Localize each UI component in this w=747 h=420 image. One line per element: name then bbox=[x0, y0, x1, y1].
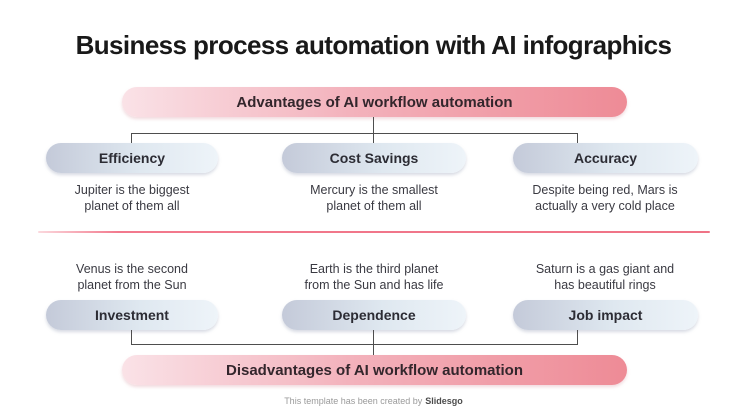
description-line: has beautiful rings bbox=[554, 277, 656, 292]
description-line: Jupiter is the biggest bbox=[74, 183, 190, 197]
connector-top-horizontal bbox=[131, 133, 578, 134]
description-line: planet of them all bbox=[326, 198, 422, 213]
disadvantage-pill-dependence: Dependence bbox=[282, 300, 466, 330]
advantage-description-accuracy: Despite being red, Mars is actually a ve… bbox=[495, 183, 715, 215]
description-line: planet of them all bbox=[84, 198, 180, 213]
connector-bottom-horizontal bbox=[131, 344, 578, 345]
disadvantage-description-job-impact: Saturn is a gas giant and has beautiful … bbox=[495, 262, 715, 294]
advantages-banner: Advantages of AI workflow automation bbox=[122, 87, 627, 117]
connector-top-center-vertical bbox=[373, 117, 374, 143]
disadvantage-description-dependence: Earth is the third planet from the Sun a… bbox=[264, 262, 484, 294]
section-divider-line bbox=[38, 231, 710, 233]
connector-top-right-vertical bbox=[577, 133, 578, 143]
advantage-description-efficiency: Jupiter is the biggest planet of them al… bbox=[22, 183, 242, 215]
advantage-pill-accuracy: Accuracy bbox=[513, 143, 698, 173]
connector-bottom-right-vertical bbox=[577, 330, 578, 344]
advantage-description-cost-savings: Mercury is the smallest planet of them a… bbox=[264, 183, 484, 215]
credit-brand: Slidesgo bbox=[425, 396, 463, 406]
page-title: Business process automation with AI info… bbox=[75, 30, 672, 60]
disadvantage-description-investment: Venus is the second planet from the Sun bbox=[22, 262, 242, 294]
connector-bottom-left-vertical bbox=[131, 330, 132, 344]
description-line: Mercury is the smallest bbox=[310, 183, 438, 197]
description-line: Saturn is a gas giant and bbox=[535, 262, 675, 276]
description-line: Earth is the third planet bbox=[309, 262, 439, 276]
credit-text: This template has been created by bbox=[284, 396, 423, 406]
description-line: actually a very cold place bbox=[535, 198, 675, 213]
disadvantage-pill-investment: Investment bbox=[46, 300, 218, 330]
advantage-pill-cost-savings: Cost Savings bbox=[282, 143, 466, 173]
description-line: Venus is the second bbox=[76, 262, 188, 276]
disadvantage-pill-job-impact: Job impact bbox=[513, 300, 698, 330]
description-line: Despite being red, Mars is bbox=[532, 183, 678, 197]
advantage-pill-efficiency: Efficiency bbox=[46, 143, 218, 173]
disadvantages-banner: Disadvantages of AI workflow automation bbox=[122, 355, 627, 385]
description-line: planet from the Sun bbox=[77, 277, 187, 292]
connector-top-left-vertical bbox=[131, 133, 132, 143]
connector-bottom-center-vertical bbox=[373, 330, 374, 355]
description-line: from the Sun and has life bbox=[304, 277, 444, 292]
